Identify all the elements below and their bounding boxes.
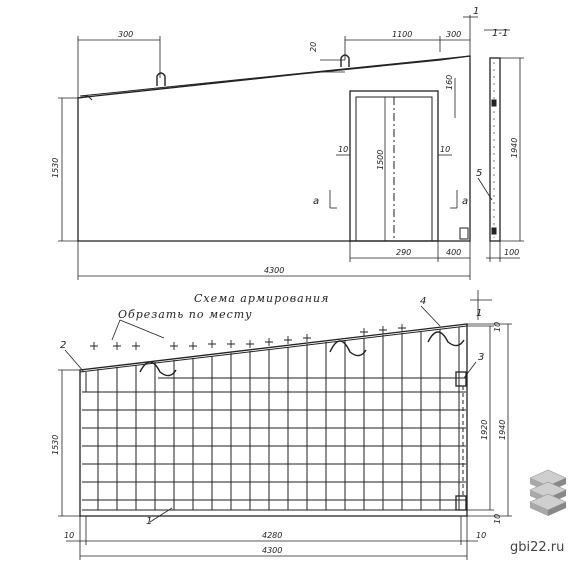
reinforcement-title: Схема армирования: [194, 292, 329, 305]
marker-4: 4: [420, 296, 426, 307]
reinforcement-view: [58, 290, 512, 560]
marker-5: 5: [476, 168, 482, 179]
embedded-plate-top: [455, 371, 467, 387]
rf-dim-total: 4300: [262, 546, 282, 555]
marker-3: 3: [478, 352, 484, 363]
reinforcement-loop-2: [329, 340, 367, 357]
elevation-dimensions: [58, 15, 493, 280]
dim-top-left: 300: [118, 30, 133, 39]
rf-dim-10-top: 10: [493, 322, 502, 332]
elevation-roof-line: [79, 55, 471, 97]
reinforcement-loop-1: [139, 361, 177, 377]
dim-1530: 1530: [51, 158, 60, 178]
dim-20: 20: [309, 42, 318, 52]
door-block: [459, 227, 469, 240]
mesh-vertical-bars: [97, 327, 460, 510]
rf-dim-10-right: 10: [476, 531, 486, 540]
section-marker-1: 1: [473, 6, 479, 17]
elevation-labels: 300 1100 300 20 160 1500 10 10 1530 290 …: [51, 30, 482, 275]
rf-dim-1530: 1530: [51, 435, 60, 455]
reinforcement-leaders: [64, 290, 492, 523]
trim-marks: [90, 324, 406, 350]
section-label-a-left: a: [313, 196, 319, 207]
reinforcement-outline: [79, 323, 468, 517]
reinforcement-section-marker: 1: [476, 308, 482, 319]
rf-dim-10-bottom: 10: [493, 514, 502, 524]
watermark: gbi22.ru: [510, 469, 567, 555]
section-label-a-right: a: [462, 196, 468, 207]
dim-total-elevation: 4300: [264, 266, 284, 275]
marker-1: 1: [146, 516, 152, 527]
dim-160: 160: [445, 75, 454, 90]
section-1-1-view: [484, 29, 524, 262]
elevation-outline: [77, 55, 471, 242]
rf-dim-10-left: 10: [64, 531, 74, 540]
dim-10-right: 10: [440, 145, 450, 154]
trim-note: Обрезать по месту: [118, 308, 253, 321]
dim-290: 290: [396, 248, 411, 257]
dim-top-1100: 1100: [392, 30, 412, 39]
section-title: 1-1: [492, 28, 508, 39]
dim-1500: 1500: [376, 150, 385, 170]
mesh-horizontal-bars: [82, 377, 466, 511]
section-labels: 1 1-1 1940 100: [473, 6, 519, 257]
elevation-view: [58, 15, 493, 280]
embedded-plate-bottom: [455, 495, 467, 511]
rf-dim-4280: 4280: [262, 531, 282, 540]
watermark-logo-icon: [529, 469, 567, 516]
rf-dim-1920: 1920: [480, 420, 489, 440]
dim-10-left: 10: [338, 145, 348, 154]
elevation-left-notch: [77, 95, 93, 101]
section-outline: [489, 57, 501, 242]
rf-dim-1940: 1940: [498, 420, 507, 440]
dim-top-300: 300: [446, 30, 461, 39]
section-dim-1940: 1940: [510, 138, 519, 158]
reinforcement-loop-3: [427, 331, 465, 347]
section-dim-100: 100: [504, 248, 519, 257]
watermark-text: gbi22.ru: [510, 540, 564, 555]
reinforcement-dimensions: [58, 323, 512, 560]
dim-400: 400: [446, 248, 461, 257]
reinforcement-labels: Схема армирования Обрезать по месту 2 4 …: [51, 292, 507, 555]
marker-2: 2: [60, 340, 66, 351]
lifting-loop-left: [156, 72, 166, 86]
